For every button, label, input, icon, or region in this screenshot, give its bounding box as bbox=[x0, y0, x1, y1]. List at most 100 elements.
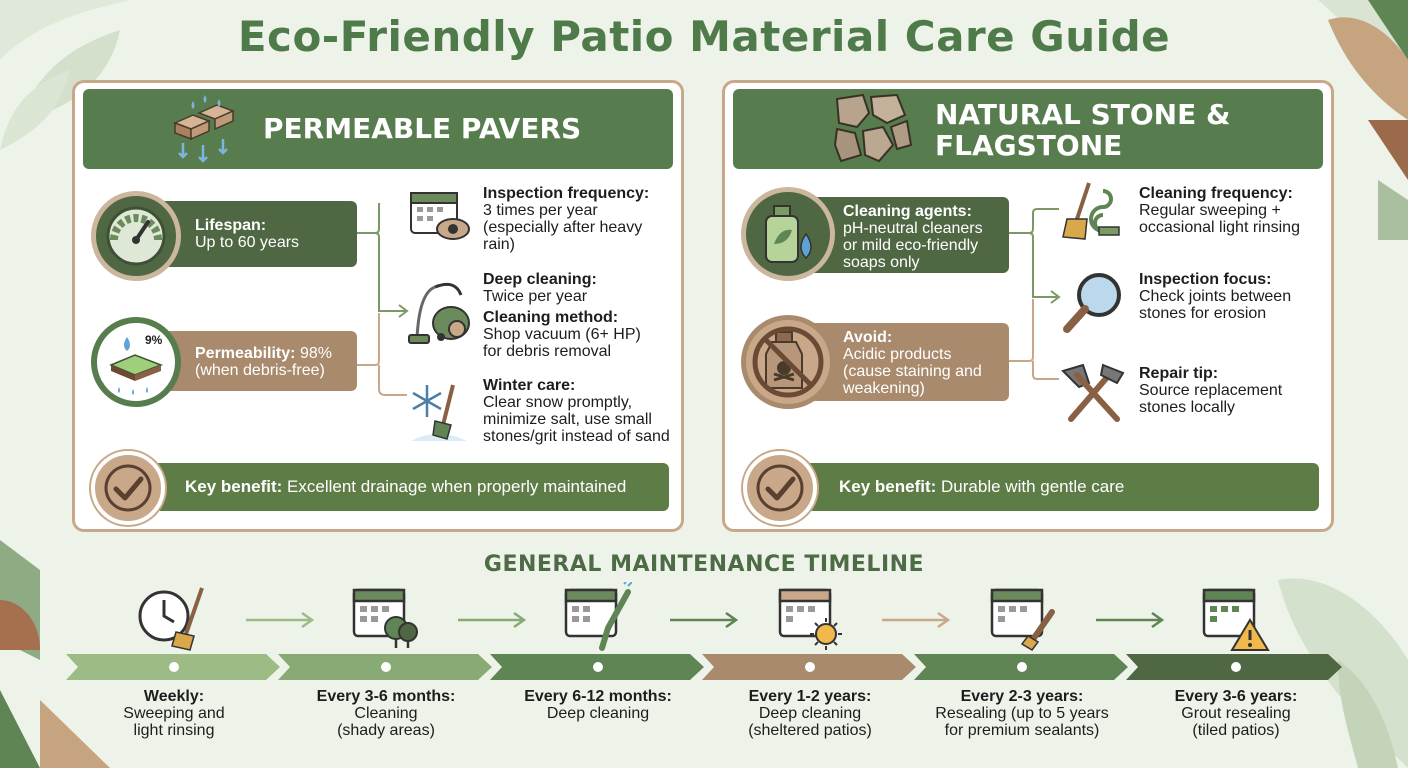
geometric-decoration-top-right bbox=[1228, 0, 1408, 240]
cleaning-frequency-title: Cleaning frequency: bbox=[1139, 185, 1293, 202]
avoid-label: Avoid: bbox=[843, 329, 893, 346]
leaf-decoration-top-left bbox=[0, 0, 130, 150]
timeline-step-title: Weekly: bbox=[143, 688, 205, 705]
natural-stone-heading-line1: NATURAL STONE & bbox=[935, 98, 1231, 131]
check-icon bbox=[756, 464, 804, 512]
eco-soap-icon bbox=[765, 205, 812, 263]
calendar-sun-icon bbox=[778, 588, 842, 650]
clock-broom-icon bbox=[138, 587, 204, 651]
timeline-step-2-3-years: Every 2-3 years: Resealing (up to 5 year… bbox=[922, 688, 1122, 739]
winter-care-line: stones/grit instead of sand bbox=[483, 428, 670, 445]
winter-care-line: minimize salt, use small bbox=[483, 411, 652, 428]
cleaning-agents-line: pH-neutral cleaners bbox=[843, 220, 983, 237]
deep-cleaning-item: Deep cleaning: Twice per year Cleaning m… bbox=[483, 271, 641, 360]
timeline-step-line: Deep cleaning bbox=[546, 705, 650, 722]
timeline-step-line: Sweeping and bbox=[123, 705, 225, 722]
natural-stone-card: NATURAL STONE & FLAGSTONE Cleaning agent… bbox=[722, 80, 1334, 532]
natural-stone-header: NATURAL STONE & FLAGSTONE bbox=[733, 89, 1323, 169]
cleaning-frequency-line: occasional light rinsing bbox=[1139, 219, 1300, 236]
pavers-benefit-label: Key benefit: bbox=[185, 477, 283, 496]
repair-tip-title: Repair tip: bbox=[1139, 365, 1219, 382]
timeline-step-6-12-months: Every 6-12 months: Deep cleaning bbox=[498, 688, 698, 722]
vacuum-icon bbox=[408, 282, 470, 344]
calendar-warning-icon bbox=[1202, 588, 1270, 651]
timeline-step-title: Every 3-6 years: bbox=[1174, 688, 1298, 705]
timeline-step-line: for premium sealants) bbox=[944, 722, 1100, 739]
cleaning-frequency-line: Regular sweeping + bbox=[1139, 202, 1281, 219]
repair-tip-line: Source replacement bbox=[1139, 382, 1283, 399]
lifespan-label: Lifespan: bbox=[195, 217, 267, 234]
stone-benefit-text: Durable with gentle care bbox=[941, 477, 1125, 496]
permeability-pill: Permeability: 98% (when debris-free) bbox=[157, 331, 357, 391]
permeability-value: 98% bbox=[299, 345, 332, 362]
timeline-step-1-2-years: Every 1-2 years: Deep cleaning (sheltere… bbox=[710, 688, 910, 739]
stone-connector-lines bbox=[1009, 208, 1061, 380]
cleaning-agents-line: or mild eco-friendly bbox=[843, 237, 979, 254]
avoid-badge bbox=[741, 315, 835, 409]
cleaning-agents-label: Cleaning agents: bbox=[843, 203, 972, 220]
lifespan-badge bbox=[91, 191, 181, 281]
broom-hose-icon bbox=[1062, 182, 1120, 240]
timeline-arrow bbox=[1096, 611, 1165, 629]
cleaning-method-line: Shop vacuum (6+ HP) bbox=[483, 326, 641, 343]
pavers-benefit-text: Excellent drainage when properly maintai… bbox=[287, 477, 627, 496]
inspection-focus-title: Inspection focus: bbox=[1139, 271, 1272, 288]
stone-check-badge bbox=[743, 451, 817, 525]
timeline-step-title: Every 3-6 months: bbox=[316, 688, 456, 705]
calendar-brush-icon bbox=[990, 588, 1055, 651]
inspection-frequency-line: rain) bbox=[483, 236, 516, 253]
inspection-frequency-line: 3 times per year bbox=[483, 202, 598, 219]
deep-cleaning-line: Twice per year bbox=[483, 288, 588, 305]
avoid-pill: Avoid: Acidic products (cause staining a… bbox=[809, 323, 1009, 401]
timeline-step-line: (tiled patios) bbox=[1192, 722, 1280, 739]
stone-benefit-label: Key benefit: bbox=[839, 477, 937, 496]
inspection-frequency-title: Inspection frequency: bbox=[483, 185, 650, 202]
cleaning-agents-line: soaps only bbox=[843, 254, 920, 271]
timeline-step-title: Every 6-12 months: bbox=[524, 688, 672, 705]
repair-tip-line: stones locally bbox=[1139, 399, 1236, 416]
permeability-badge: 9% bbox=[91, 317, 181, 407]
permeability-note: (when debris-free) bbox=[195, 362, 325, 379]
inspection-frequency-item: Inspection frequency: 3 times per year (… bbox=[483, 185, 649, 253]
gauge-icon bbox=[106, 206, 166, 266]
cleaning-method-line: for debris removal bbox=[483, 343, 612, 360]
timeline-step-line: (sheltered patios) bbox=[748, 722, 872, 739]
timeline-step-weekly: Weekly: Sweeping and light rinsing bbox=[74, 688, 274, 739]
stone-key-benefit: Key benefit: Durable with gentle care bbox=[805, 463, 1319, 511]
snowflake-shovel-icon bbox=[411, 384, 467, 441]
page-title: Eco-Friendly Patio Material Care Guide bbox=[237, 12, 1171, 61]
flagstone-icon bbox=[833, 93, 913, 163]
hammer-tools-icon bbox=[1061, 363, 1125, 422]
permeable-pavers-header: PERMEABLE PAVERS bbox=[83, 89, 673, 169]
permeable-pavers-card: PERMEABLE PAVERS Lifespan: Up to 60 year… bbox=[72, 80, 684, 532]
calendar-eye-icon bbox=[410, 192, 470, 240]
inspection-focus-item: Inspection focus: Check joints between s… bbox=[1139, 271, 1291, 322]
lifespan-value: Up to 60 years bbox=[195, 234, 300, 251]
cleaning-agents-pill: Cleaning agents: pH-neutral cleaners or … bbox=[809, 197, 1009, 273]
permeable-pavers-icon bbox=[173, 95, 235, 163]
timeline-arrow bbox=[246, 611, 315, 629]
permeability-label: Permeability: bbox=[195, 345, 296, 362]
permeable-pavers-heading: PERMEABLE PAVERS bbox=[263, 112, 582, 145]
inspection-focus-line: Check joints between bbox=[1139, 288, 1292, 305]
timeline-step-line: Deep cleaning bbox=[758, 705, 862, 722]
natural-stone-heading-line2: FLAGSTONE bbox=[935, 129, 1123, 162]
calendar-pressure-washer-icon bbox=[564, 582, 632, 651]
permeability-percent-badge: 9% bbox=[145, 333, 163, 347]
timeline-step-line: (shady areas) bbox=[337, 722, 435, 739]
no-acid-icon bbox=[752, 326, 824, 398]
timeline-step-line: Resealing (up to 5 years bbox=[935, 705, 1109, 722]
timeline-arrow bbox=[670, 611, 739, 629]
timeline-heading: GENERAL MAINTENANCE TIMELINE bbox=[483, 552, 925, 577]
inspection-frequency-line: (especially after heavy bbox=[483, 219, 643, 236]
water-soil-icon bbox=[109, 337, 164, 395]
magnifier-icon bbox=[1063, 273, 1121, 333]
timeline-step-3-6-months: Every 3-6 months: Cleaning (shady areas) bbox=[286, 688, 486, 739]
avoid-line: weakening) bbox=[843, 380, 925, 397]
leaf-decoration-bottom-right bbox=[1278, 578, 1408, 768]
calendar-trees-icon bbox=[352, 588, 418, 648]
avoid-line: (cause staining and bbox=[843, 363, 982, 380]
timeline-step-title: Every 1-2 years: bbox=[748, 688, 872, 705]
timeline-step-line: light rinsing bbox=[133, 722, 215, 739]
timeline-step-title: Every 2-3 years: bbox=[960, 688, 1084, 705]
